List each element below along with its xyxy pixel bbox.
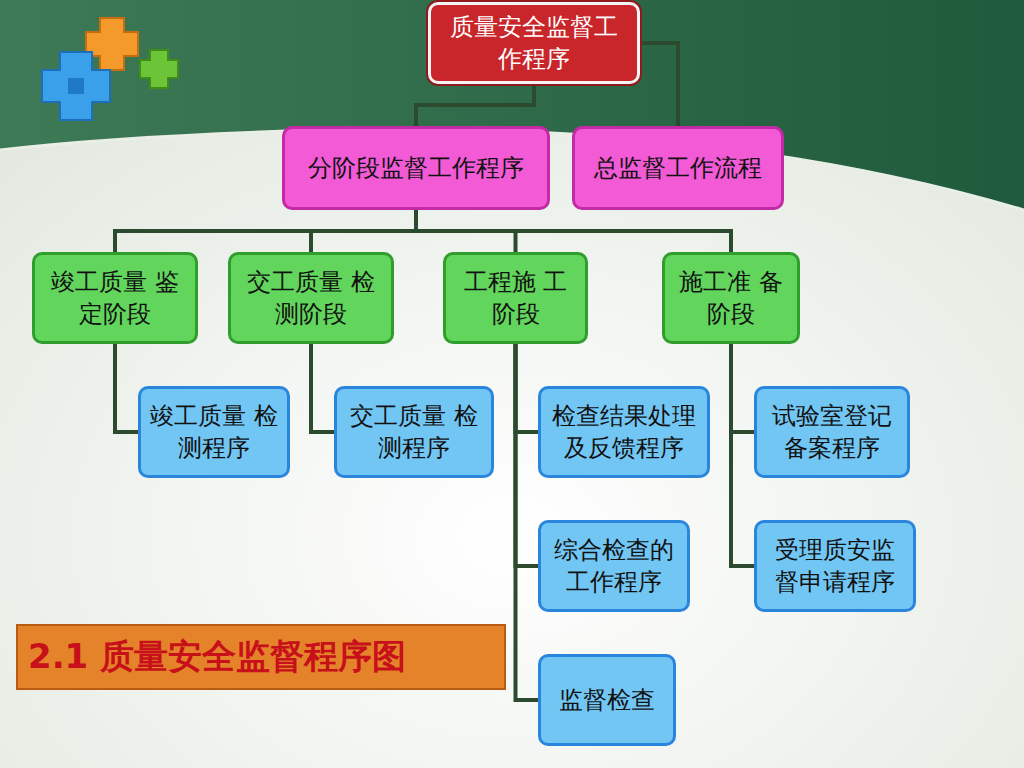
connector [516,344,539,566]
box-label: 监督检查 [559,684,655,716]
connector [115,210,416,252]
stage-box: 工程施 工阶段 [443,252,588,344]
box-label: 竣工质量 检测程序 [149,400,279,465]
title-banner: 2.1 质量安全监督程序图 [16,624,506,690]
phase-box: 分阶段监督工作程序 [282,126,550,210]
procedure-box: 交工质量 检测程序 [334,386,494,478]
box-label: 综合检查的 工作程序 [549,534,679,599]
connector [311,344,334,432]
connector [516,344,539,700]
box-label: 分阶段监督工作程序 [308,152,524,184]
procedure-box: 检查结果处理 及反馈程序 [538,386,710,478]
phase-box: 总监督工作流程 [572,126,784,210]
title-text: 2.1 质量安全监督程序图 [28,634,406,680]
connector [115,344,138,432]
stage-box: 竣工质量 鉴定阶段 [32,252,198,344]
box-label: 竣工质量 鉴定阶段 [43,266,187,331]
connector [640,43,678,126]
procedure-box: 竣工质量 检测程序 [138,386,290,478]
procedure-box: 监督检查 [538,654,676,746]
procedure-box: 综合检查的 工作程序 [538,520,690,612]
box-label: 施工准 备阶段 [673,266,789,331]
procedure-box: 受理质安监 督申请程序 [754,520,916,612]
box-label: 受理质安监 督申请程序 [765,534,905,599]
box-label: 试验室登记 备案程序 [765,400,899,465]
stage-box: 交工质量 检测阶段 [228,252,394,344]
gear-icon [42,18,178,120]
connector [731,344,754,566]
procedure-box: 试验室登记 备案程序 [754,386,910,478]
connector [311,210,416,252]
connector [516,344,539,432]
box-label: 交工质量 检测阶段 [239,266,383,331]
box-label: 工程施 工阶段 [454,266,577,331]
box-label: 总监督工作流程 [594,152,762,184]
connector [731,344,754,432]
root-box: 质量安全监督工 作程序 [428,2,640,84]
box-label: 质量安全监督工 作程序 [439,11,629,76]
connector [416,84,534,126]
connector [416,210,731,252]
box-label: 交工质量 检测程序 [345,400,483,465]
stage-box: 施工准 备阶段 [662,252,800,344]
box-label: 检查结果处理 及反馈程序 [549,400,699,465]
